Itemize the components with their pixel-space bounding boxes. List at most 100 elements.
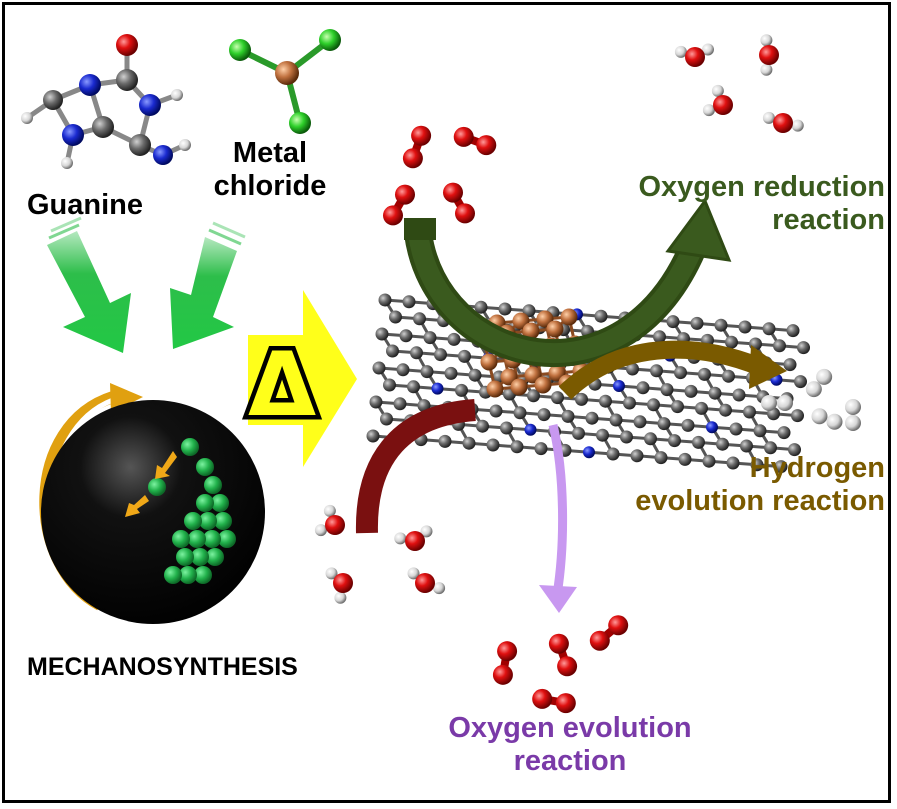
copper-atom xyxy=(522,322,540,340)
copper-atom xyxy=(560,308,578,326)
carbon-atom xyxy=(413,312,426,326)
carbon-atom xyxy=(537,408,551,422)
carbon-atom xyxy=(438,434,452,448)
carbon-atom xyxy=(389,310,402,324)
bead xyxy=(172,530,190,548)
o2-molecule xyxy=(492,641,518,685)
bead xyxy=(164,566,182,584)
carbon-atom xyxy=(647,398,660,412)
nitrogen-atom xyxy=(583,446,595,459)
carbon-atom xyxy=(500,421,513,435)
carbon-atom xyxy=(372,361,386,375)
carbon-atom xyxy=(575,392,588,406)
carbon-atom xyxy=(633,415,647,429)
carbon-atom xyxy=(486,438,500,452)
copper-atom xyxy=(546,320,564,338)
carbon-atom xyxy=(498,302,512,316)
carbon-atom xyxy=(726,456,740,470)
carbon-atom xyxy=(476,419,489,433)
carbon-atom xyxy=(794,375,807,389)
carbon-atom xyxy=(722,369,735,383)
carbon-atom xyxy=(623,396,636,410)
carbon-atom xyxy=(380,412,393,426)
carbon-atom xyxy=(797,341,810,355)
carbon-atom xyxy=(458,349,471,363)
carbon-atom xyxy=(420,365,434,379)
bead xyxy=(179,566,197,584)
carbon-atom xyxy=(681,418,695,432)
carbon-atom xyxy=(674,366,687,380)
o2-molecule xyxy=(453,126,497,156)
nitrogen-atom xyxy=(706,421,718,434)
carbon-atom xyxy=(654,451,668,465)
bead-motion-arrows-icon xyxy=(125,451,177,517)
o2-molecule xyxy=(443,182,475,224)
carbon-atom xyxy=(725,335,738,349)
bead xyxy=(184,512,202,530)
o2-molecule xyxy=(589,615,629,651)
carbon-atom xyxy=(729,422,743,436)
carbon-atom xyxy=(650,364,663,378)
carbon-atom xyxy=(572,426,585,440)
carbon-atom xyxy=(668,434,681,448)
carbon-atom xyxy=(434,348,447,362)
h2o-molecule xyxy=(407,567,446,595)
hydrogen-molecules-products xyxy=(761,368,861,431)
delta-symbol: Δ xyxy=(248,333,316,436)
nitrogen-atom xyxy=(431,382,444,395)
her-label-line2: evolution reaction xyxy=(635,485,885,518)
mechanosynthesis-label: MECHANOSYNTHESIS xyxy=(27,653,298,681)
carbon-atom xyxy=(410,346,423,360)
water-molecules-reactants xyxy=(314,504,446,604)
guanine-label: Guanine xyxy=(27,189,144,221)
copper-atom xyxy=(510,378,528,396)
carbon-atom xyxy=(527,389,540,403)
h2-molecule xyxy=(845,399,861,431)
h2o-molecule xyxy=(394,525,433,551)
bead xyxy=(194,566,212,584)
h2o-molecule xyxy=(325,567,353,604)
carbon-atom xyxy=(678,452,692,466)
carbon-atom xyxy=(636,381,650,395)
carbon-atom xyxy=(716,437,729,451)
carbon-atom xyxy=(455,383,468,397)
oer-out-arrow-icon xyxy=(539,423,577,613)
h2-molecule xyxy=(805,368,833,398)
bead xyxy=(206,548,224,566)
h2-molecule xyxy=(811,408,843,430)
her-label-line1: Hydrogen xyxy=(749,452,885,484)
carbon-atom xyxy=(690,316,704,330)
carbon-atom xyxy=(666,315,680,329)
copper-atom xyxy=(480,353,498,371)
carbon-atom xyxy=(393,397,407,411)
guanine-molecule-icon xyxy=(21,34,191,169)
h2o-molecule xyxy=(674,43,714,67)
her-arrow-icon xyxy=(558,340,787,400)
carbon-atom xyxy=(423,331,437,345)
carbon-atom xyxy=(596,428,609,442)
carbon-atom xyxy=(375,327,389,341)
water-molecules-products xyxy=(674,34,804,133)
carbon-atom xyxy=(386,344,399,358)
carbon-atom xyxy=(606,447,620,461)
bead xyxy=(176,548,194,566)
carbon-atom xyxy=(513,406,527,420)
orr-label-line2: reaction xyxy=(772,204,885,237)
oxygen-molecules-reactants xyxy=(383,125,497,226)
carbon-atom xyxy=(702,454,716,468)
h2o-molecule xyxy=(762,111,804,133)
orr-label-line1: Oxygen reduction xyxy=(638,171,885,203)
carbon-atom xyxy=(644,432,657,446)
carbon-atom xyxy=(671,400,684,414)
carbon-atom xyxy=(489,404,503,418)
bead xyxy=(181,438,199,456)
carbon-atom xyxy=(657,417,671,431)
o2-molecule xyxy=(383,184,415,226)
carbon-atom xyxy=(732,388,746,402)
carbon-atom xyxy=(534,442,548,456)
carbon-atom xyxy=(561,409,575,423)
nitrogen-atom xyxy=(613,380,625,392)
orr-arrow-icon xyxy=(404,197,732,367)
carbon-atom xyxy=(777,426,791,440)
